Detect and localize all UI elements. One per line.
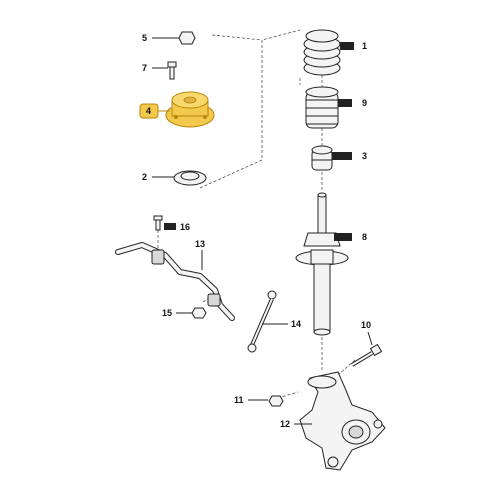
callout-1: 1: [340, 41, 367, 51]
stabilizer-link: [247, 290, 277, 353]
callout-7-label: 7: [142, 63, 147, 73]
strut-bearing: [173, 170, 207, 186]
callout-3-label: 3: [362, 151, 367, 161]
callout-2: 2: [142, 172, 174, 182]
steering-knuckle: [299, 371, 386, 471]
knuckle-nut: [268, 395, 284, 407]
callout-13-label: 13: [195, 239, 205, 249]
callout-3: 3: [332, 151, 367, 161]
coil-spring: [303, 29, 341, 76]
knuckle-bolt: [350, 343, 383, 367]
callout-16-label: 16: [180, 222, 190, 232]
shock-absorber: [295, 192, 349, 336]
callout-8-label: 8: [362, 232, 367, 242]
callout-2-label: 2: [142, 172, 147, 182]
stabilizer-bar: [115, 242, 235, 321]
callout-1-label: 1: [362, 41, 367, 51]
callout-13: 13: [195, 239, 205, 270]
callout-4: 4: [139, 103, 170, 119]
stabilizer-nut: [191, 307, 207, 319]
strut-mount-highlighted: [165, 91, 215, 128]
callout-15: 15: [162, 308, 192, 318]
callout-11: 11: [234, 395, 268, 405]
callout-8: 8: [334, 232, 367, 242]
callout-11-label: 11: [234, 395, 244, 405]
callout-16: 16: [164, 222, 190, 232]
callout-14-label: 14: [291, 319, 301, 329]
protective-boot: [305, 86, 339, 129]
callout-10-label: 10: [361, 320, 371, 330]
callout-7: 7: [142, 63, 168, 73]
top-nut: [178, 31, 196, 45]
callout-14: 14: [262, 319, 301, 329]
callout-10: 10: [361, 320, 373, 346]
callout-12: 12: [280, 419, 312, 429]
callout-5-label: 5: [142, 33, 147, 43]
callout-9: 9: [338, 98, 367, 108]
callout-5: 5: [142, 33, 179, 43]
stabilizer-bolt: [153, 215, 163, 231]
callout-9-label: 9: [362, 98, 367, 108]
callout-15-label: 15: [162, 308, 172, 318]
mount-bolt: [167, 61, 177, 80]
callout-4-label: 4: [146, 106, 151, 116]
callout-12-label: 12: [280, 419, 290, 429]
assembly-guide-lines: [157, 29, 356, 399]
bump-stop: [311, 145, 333, 171]
